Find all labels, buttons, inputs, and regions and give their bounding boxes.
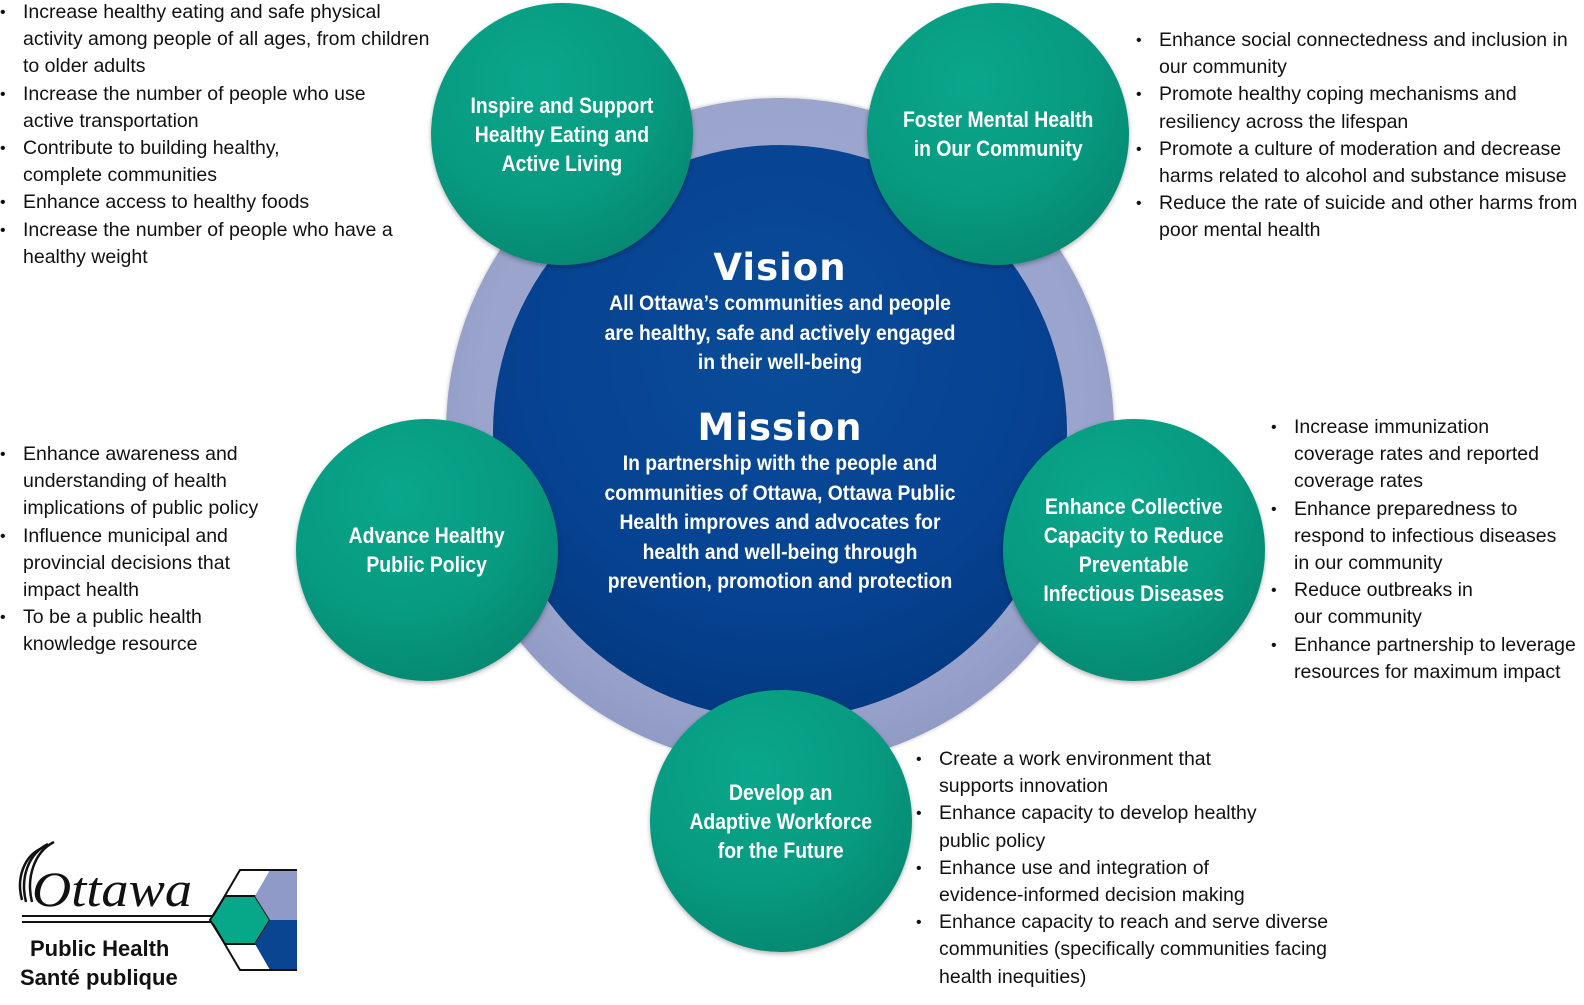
logo-hex-lavender — [255, 870, 297, 920]
objective-item: Influence municipal and provincial decis… — [0, 523, 258, 605]
goal-label: Advance Healthy Public Policy — [348, 523, 506, 577]
public-policy-objectives: Enhance awareness and understanding of h… — [0, 441, 258, 659]
objective-item: Enhance access to healthy foods — [0, 189, 429, 216]
mission-title: Mission — [697, 406, 863, 449]
vision-title: Vision — [713, 246, 847, 289]
objective-item: Reduce outbreaks in our community — [1271, 577, 1576, 631]
goal-node-infectious-diseases[interactable]: Enhance Collective Capacity to Reduce Pr… — [1003, 419, 1265, 681]
goal-label: Develop an Adaptive Workforce for the Fu… — [689, 779, 873, 863]
logo-graphic: Ottawa Public Health Santé publique — [18, 840, 297, 990]
objective-item: Enhance capacity to reach and serve dive… — [916, 909, 1328, 991]
objective-item: Enhance capacity to develop healthy publ… — [916, 800, 1328, 854]
logo-line-english: Public Health — [30, 936, 169, 961]
objective-item: Enhance use and integration of evidence-… — [916, 855, 1328, 909]
mental-health-objectives: Enhance social connectedness and inclusi… — [1136, 27, 1577, 245]
objective-item: Enhance social connectedness and inclusi… — [1136, 27, 1577, 81]
goal-label: Enhance Collective Capacity to Reduce Pr… — [1043, 494, 1225, 606]
objective-item: Contribute to building healthy, complete… — [0, 135, 429, 189]
goal-node-healthy-eating[interactable]: Inspire and Support Healthy Eating and A… — [431, 3, 693, 265]
infectious-disease-objectives: Increase immunization coverage rates and… — [1271, 414, 1576, 686]
objective-item: Promote healthy coping mechanisms and re… — [1136, 81, 1577, 135]
objective-item: Create a work environment that supports … — [916, 746, 1328, 800]
objective-item: Enhance awareness and understanding of h… — [0, 441, 258, 523]
logo-hex-navy — [255, 920, 297, 970]
goal-label: Foster Mental Health in Our Community — [902, 107, 1094, 161]
goal-node-mental-health[interactable]: Foster Mental Health in Our Community — [867, 3, 1129, 265]
logo-wordmark: Ottawa — [32, 861, 192, 917]
mission-block: Mission In partnership with the people a… — [560, 406, 1000, 597]
objective-item: Increase immunization coverage rates and… — [1271, 414, 1576, 496]
vision-block: Vision All Ottawa’s communities and peop… — [560, 246, 1000, 378]
objective-item: Reduce the rate of suicide and other har… — [1136, 190, 1577, 244]
goal-node-public-policy[interactable]: Advance Healthy Public Policy — [296, 419, 558, 681]
ottawa-public-health-logo: Ottawa Public Health Santé publique — [10, 840, 310, 1000]
objective-item: Enhance partnership to leverage resource… — [1271, 632, 1576, 686]
logo-swoosh-icon — [18, 840, 55, 903]
vision-text: All Ottawa’s communities and people are … — [604, 292, 956, 374]
objective-item: Increase the number of people who have a… — [0, 217, 429, 271]
objective-item: Enhance preparedness to respond to infec… — [1271, 496, 1576, 578]
logo-line-french: Santé publique — [20, 965, 178, 990]
mission-text: In partnership with the people and commu… — [604, 452, 956, 593]
objective-item: Increase healthy eating and safe physica… — [0, 0, 429, 81]
objective-item: Promote a culture of moderation and decr… — [1136, 136, 1577, 190]
healthy-eating-objectives: Increase healthy eating and safe physica… — [0, 0, 429, 271]
workforce-objectives: Create a work environment that supports … — [916, 746, 1328, 991]
objective-item: Increase the number of people who use ac… — [0, 81, 429, 135]
goal-node-workforce[interactable]: Develop an Adaptive Workforce for the Fu… — [650, 690, 912, 952]
goal-label: Inspire and Support Healthy Eating and A… — [470, 92, 654, 176]
objective-item: To be a public health knowledge resource — [0, 604, 258, 658]
